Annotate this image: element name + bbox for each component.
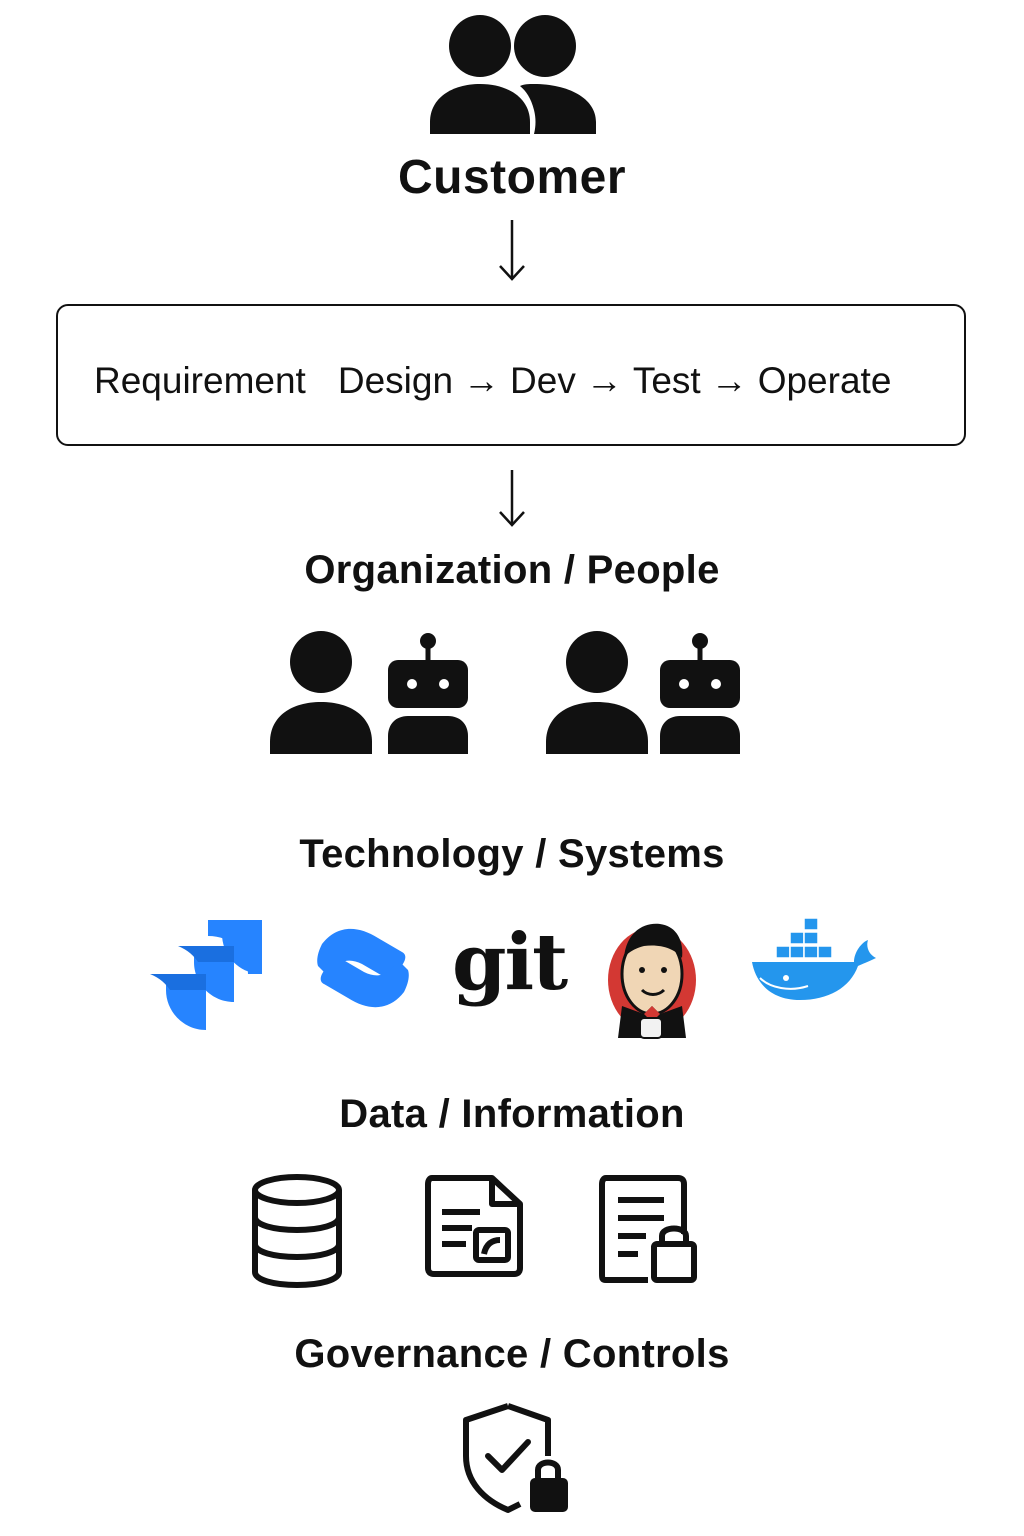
jira-logo-icon [150, 920, 262, 1030]
git-logo-text: git [452, 917, 568, 1008]
docker-logo-icon [752, 917, 876, 1000]
down-arrow-icon [499, 470, 525, 527]
right-arrow-icon: → [463, 360, 501, 401]
step-design: Design [337, 360, 454, 401]
document-attachment-icon [425, 1175, 523, 1277]
step-requirement: Requirement [94, 360, 306, 401]
process-flow-box: Requirement Design → Dev → Test → Operat… [56, 304, 966, 446]
right-arrow-icon: → [585, 360, 623, 401]
process-flow: Requirement Design → Dev → Test → Operat… [94, 356, 960, 406]
step-operate: Operate [757, 360, 892, 401]
data-title: Data / Information [339, 1092, 685, 1136]
robot-icon [388, 633, 468, 754]
database-icon [252, 1174, 342, 1289]
jenkins-logo-icon [608, 923, 696, 1039]
customer-group-icon [430, 15, 596, 134]
shield-check-lock-icon [463, 1403, 568, 1513]
technology-title: Technology / Systems [299, 832, 725, 876]
document-lock-icon [599, 1175, 697, 1283]
right-arrow-icon: → [710, 360, 748, 401]
git-logo-icon: git [452, 918, 568, 1018]
person-icon [270, 631, 372, 754]
governance-title: Governance / Controls [294, 1332, 730, 1376]
customer-label: Customer [397, 151, 627, 204]
confluence-logo-icon [317, 928, 409, 1008]
robot-icon [660, 633, 740, 754]
step-test: Test [632, 360, 701, 401]
organization-title: Organization / People [304, 548, 720, 592]
down-arrow-icon [499, 220, 525, 281]
step-dev: Dev [510, 360, 576, 401]
person-icon [546, 631, 648, 754]
